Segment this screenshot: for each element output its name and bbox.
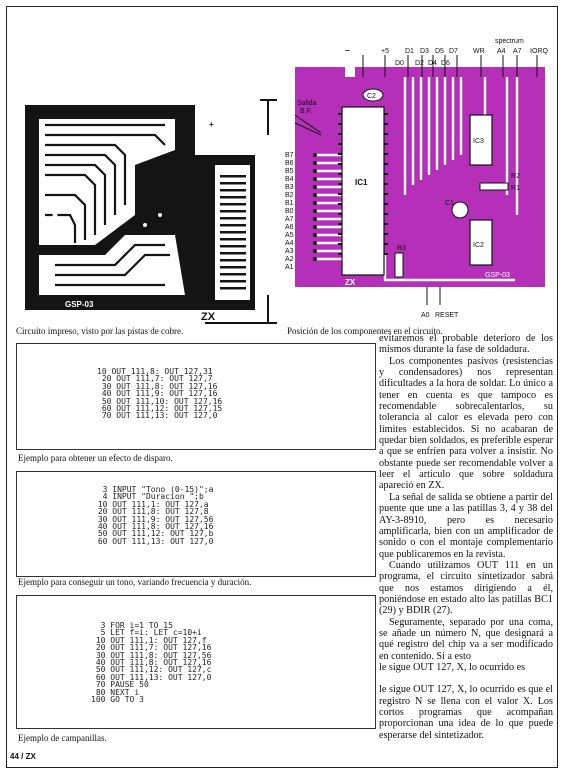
label-d0: D0 (395, 60, 404, 67)
article-paragraph-4: Cuando utilizamos OUT 111 en un programa… (379, 559, 553, 617)
page-footer: 44 / ZX (10, 752, 36, 761)
component-placement-drawing: − +5 D0 D1 D2 D3 D4 D5 D6 D7 WR A4 A7 sp… (285, 15, 555, 325)
label-a6-left: A6 (285, 224, 294, 231)
label-zx-board: ZX (345, 278, 356, 287)
label-ic3: IC3 (473, 138, 484, 145)
listing-2-caption: Ejemplo para conseguir un tono, variando… (18, 577, 252, 587)
page-frame (6, 6, 558, 768)
label-bf: B.F. (300, 108, 312, 115)
label-a4: A4 (497, 48, 506, 55)
label-salida: Salida (297, 100, 317, 107)
label-r3: R3 (397, 245, 406, 252)
label-b0: B0 (285, 208, 294, 215)
label-b3: B3 (285, 184, 294, 191)
listing-3: 3 FOR i=1 TO 15 5 LET f=i: LET c=10+i 10… (16, 595, 376, 729)
label-b6: B6 (285, 160, 294, 167)
pcb-minus-mark: − (187, 120, 192, 129)
pcb-board-label: GSP-03 (65, 300, 94, 309)
label-c2: C2 (367, 93, 376, 100)
label-d5: D5 (435, 48, 444, 55)
label-a0: A0 (421, 312, 430, 319)
label-d6: D6 (441, 60, 450, 67)
label-a5-left: A5 (285, 232, 294, 239)
pcb-figure: − + GSP-03 ZX (15, 95, 280, 325)
listing-1: 10 OUT 111,8: OUT 127,31 20 OUT 111,7: O… (16, 343, 376, 450)
label-d7: D7 (449, 48, 458, 55)
label-d4: D4 (428, 60, 437, 67)
listing-3-caption: Ejemplo de campanillas. (18, 733, 107, 743)
pcb-traces-drawing: − + GSP-03 ZX (15, 95, 280, 325)
label-wr: WR (473, 48, 485, 55)
article-paragraph-6: le sigue OUT 127, X, lo ocurrido es (379, 661, 526, 673)
article-paragraph-5: Seguramente, separado por una coma, se a… (379, 616, 553, 662)
label-b7: B7 (285, 152, 294, 159)
label-b2: B2 (285, 192, 294, 199)
label-plus5: +5 (381, 48, 389, 55)
pcb-plus-mark: + (209, 120, 214, 129)
label-d2: D2 (415, 60, 424, 67)
label-iorq: IORQ (530, 48, 548, 55)
label-a1-left: A1 (285, 264, 294, 271)
label-a3-left: A3 (285, 248, 294, 255)
pcb-zx-label: ZX (201, 311, 216, 323)
label-d1: D1 (405, 48, 414, 55)
label-b5: B5 (285, 168, 294, 175)
label-ic2: IC2 (473, 242, 484, 249)
label-a2-left: A2 (285, 256, 294, 263)
label-spectrum: spectrum (495, 38, 524, 45)
article-paragraph-3: La señal de salida se obtiene a partir d… (379, 491, 553, 560)
label-a4-left: A4 (285, 240, 294, 247)
pcb-caption: Circuito impreso, visto por las pistas d… (16, 326, 184, 336)
label-a7: A7 (513, 48, 522, 55)
label-b4: B4 (285, 176, 294, 183)
listing-2-code: 3 INPUT "Tono (0-15)";a 4 INPUT "Duracio… (97, 485, 214, 546)
label-reset: RESET (435, 312, 459, 319)
label-minus: − (345, 46, 350, 55)
label-a7-left: A7 (285, 216, 294, 223)
label-c1: C1 (445, 200, 454, 207)
article-paragraph-7: le sigue OUT 127, X, lo ocurrido es que … (379, 684, 553, 741)
label-gsp-board: GSP-03 (485, 272, 510, 279)
component-figure: − +5 D0 D1 D2 D3 D4 D5 D6 D7 WR A4 A7 sp… (285, 15, 555, 325)
label-d3: D3 (420, 48, 429, 55)
label-ic1: IC1 (355, 178, 368, 187)
components-caption: Posición de los componentes en el circui… (287, 326, 443, 336)
listing-1-caption: Ejemplo para obtener un efecto de dispar… (18, 453, 173, 463)
label-r1: R1 (511, 185, 520, 192)
listing-2: 3 INPUT "Tono (0-15)";a 4 INPUT "Duracio… (16, 471, 376, 577)
label-r2: R2 (511, 173, 520, 180)
article-paragraph-1: evitaremos el probable deterioro de los … (379, 333, 553, 356)
article-paragraph-2: Los componentes pasivos (resistencias y … (379, 355, 553, 492)
article-column: evitaremos el probable deterioro de los … (379, 333, 553, 741)
listing-3-code: 3 FOR i=1 TO 15 5 LET f=i: LET c=10+i 10… (91, 621, 212, 705)
listing-1-code: 10 OUT 111,8: OUT 127,31 20 OUT 111,7: O… (97, 367, 223, 421)
label-b1: B1 (285, 200, 294, 207)
